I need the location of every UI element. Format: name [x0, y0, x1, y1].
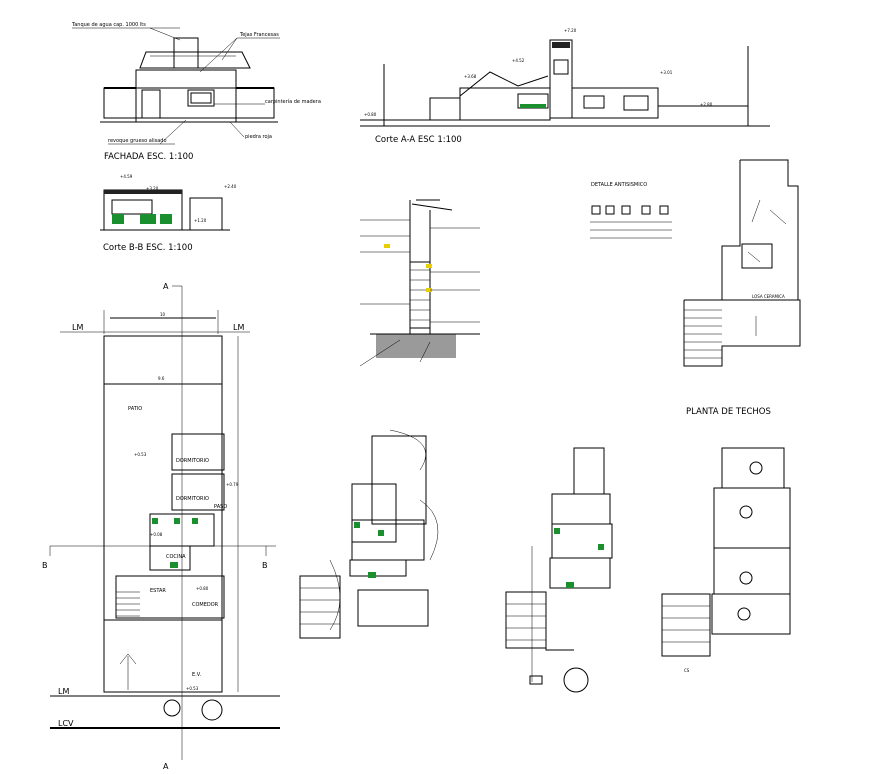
dim-width: 10	[160, 312, 166, 317]
cut-a-top: A	[163, 282, 169, 291]
level-a-6: +0.80	[364, 112, 377, 117]
electrical-plan-roof: PLANTA DE TECHOS CS	[661, 407, 791, 673]
level-p-4: +0.08	[150, 532, 163, 537]
note-tiles: Tejas Francesas	[239, 32, 279, 38]
note-rough-plaster: revoque grueso alisado	[108, 138, 167, 144]
antiseismic-detail: DETALLE ANTISISMICO	[590, 182, 672, 239]
level-p-2: +0.79	[226, 482, 239, 487]
facade-title: FACHADA ESC. 1:100	[104, 152, 193, 162]
level-a-5: +2.80	[700, 102, 713, 107]
roof-plan-title: PLANTA DE TECHOS	[686, 407, 771, 417]
antiseismic-title: DETALLE ANTISISMICO	[591, 182, 647, 188]
lcv-label: LCV	[58, 719, 74, 728]
room-bedroom-1: DORMITORIO	[176, 458, 209, 464]
lm-bottom: LM	[58, 687, 69, 696]
cut-b-left: B	[42, 561, 48, 570]
level-b-1: +4.59	[120, 174, 133, 179]
main-floor-plan: A A LM LM 10 9.6 PATIO DORMITORIO DORMIT…	[42, 282, 280, 771]
level-b-2: +3.20	[146, 186, 159, 191]
lm-left: LM	[72, 323, 83, 332]
room-kitchen: COCINA	[166, 554, 186, 560]
section-b-title: Corte B-B ESC. 1:100	[103, 243, 193, 253]
cut-b-right: B	[262, 561, 268, 570]
note-water-tank: Tanque de agua cap. 1000 lts	[71, 22, 146, 28]
level-a-3: +3.68	[464, 74, 477, 79]
circuit-tag: CS	[684, 668, 690, 673]
room-living: ESTAR	[150, 588, 166, 594]
section-a-a: +7.20 +4.52 +3.68 +3.01 +2.80 +0.80 Cort…	[360, 28, 770, 145]
roof-plan: LOSA CERAMICA	[683, 159, 801, 367]
roof-tag: LOSA CERAMICA	[752, 294, 785, 299]
room-bedroom-2: DORMITORIO	[176, 496, 209, 502]
level-p-3: +0.80	[196, 586, 209, 591]
section-b-b: +4.59 +3.20 +2.40 +1.20 Corte B-B ESC. 1…	[100, 174, 237, 253]
room-dining: COMEDOR	[192, 602, 219, 608]
level-p-1: +0.53	[134, 452, 147, 457]
level-a-4: +3.01	[660, 70, 673, 75]
note-red-stone: piedra roja	[245, 134, 272, 140]
room-garage: E.V.	[192, 672, 202, 678]
electrical-plan-ground	[299, 429, 439, 639]
section-a-title: Corte A-A ESC 1:100	[375, 135, 462, 145]
facade-elevation: Tanque de agua cap. 1000 lts Tejas Franc…	[71, 22, 321, 162]
level-a-1: +7.20	[564, 28, 577, 33]
lm-right: LM	[233, 323, 244, 332]
room-passage: PASO	[214, 504, 227, 510]
room-patio: PATIO	[128, 406, 142, 412]
level-p-5: +0.53	[186, 686, 199, 691]
dim-patio: 9.6	[158, 376, 165, 381]
level-a-2: +4.52	[512, 58, 525, 63]
note-carpentry: carpintería de madera	[265, 98, 321, 105]
wall-construction-detail	[359, 199, 480, 367]
level-b-4: +1.20	[194, 218, 207, 223]
cut-a-bottom: A	[163, 762, 169, 771]
electrical-plan-upper	[505, 447, 613, 693]
level-b-3: +2.40	[224, 184, 237, 189]
